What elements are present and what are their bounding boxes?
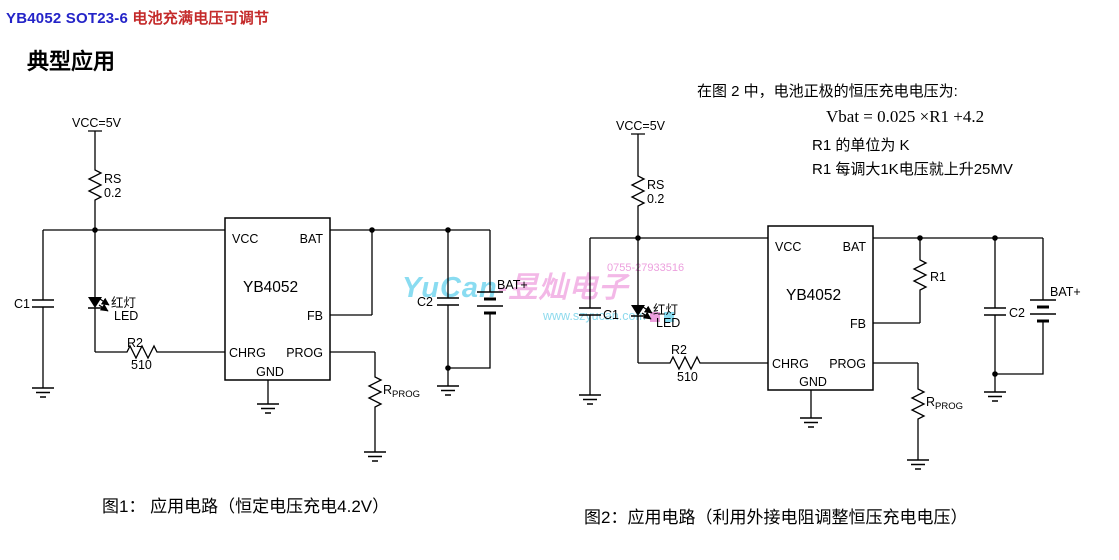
- watermark-phone: 0755-27933516: [607, 262, 685, 274]
- resistor-rs-icon: [630, 172, 646, 212]
- ground-icon: [363, 451, 387, 462]
- pin-fb: FB: [850, 317, 866, 331]
- note-line-3: R1 的单位为 K: [812, 137, 910, 154]
- capacitor-c1-icon: [579, 307, 601, 316]
- vcc-label: VCC=5V: [616, 119, 666, 133]
- pin-prog: PROG: [829, 357, 866, 371]
- circuit1-wires: [42, 130, 491, 452]
- ic-part-number: YB4052: [243, 279, 298, 296]
- capacitor-c2-icon: [984, 307, 1006, 316]
- note-line-4: R1 每调大1K电压就上升25MV: [812, 161, 1013, 178]
- led-label: LED: [114, 309, 138, 323]
- resistor-rprog-icon: [367, 373, 383, 413]
- watermark-brand-cn: -昱灿电子: [497, 272, 629, 304]
- pin-chrg: CHRG: [772, 357, 809, 371]
- title-description: 电池充满电压可调节: [132, 10, 270, 27]
- capacitor-c1-icon: [32, 299, 54, 308]
- resistor-rs-icon: [87, 166, 103, 206]
- ground-icon: [799, 417, 823, 428]
- c2-label: C2: [417, 295, 433, 309]
- ic-box: [224, 217, 331, 381]
- circuit1-schematic: VCC=5V RS 0.2 C1 红灯 LED R2 510 VCC BAT Y…: [14, 116, 528, 462]
- bat-plus-label: BAT+: [497, 278, 528, 292]
- watermark-site-url: www.szyucan.com: [543, 309, 646, 323]
- circuit2-schematic: VCC=5V RS 0.2 C1 红灯 LED R2 510 VCC BAT Y…: [578, 119, 1081, 470]
- pin-prog: PROG: [286, 346, 323, 360]
- pin-bat: BAT: [300, 232, 324, 246]
- ground-icon: [436, 385, 460, 396]
- watermark-site: www.szyucan.com: [543, 309, 674, 323]
- rs-value: 0.2: [104, 186, 121, 200]
- pin-gnd: GND: [256, 365, 284, 379]
- battery-icon: [477, 291, 503, 315]
- ground-icon: [578, 394, 602, 405]
- pin-fb: FB: [307, 309, 323, 323]
- page-title: YB4052 SOT23-6 电池充满电压可调节: [6, 7, 269, 28]
- pin-gnd: GND: [799, 375, 827, 389]
- rs-name: RS: [647, 178, 664, 192]
- section-heading: 典型应用: [27, 49, 116, 74]
- pin-bat: BAT: [843, 240, 867, 254]
- rprog-label: RPROG: [383, 383, 420, 400]
- ground-icon: [31, 387, 55, 398]
- rs-name: RS: [104, 172, 121, 186]
- resistor-rprog-icon: [910, 385, 926, 425]
- junction-dots: [92, 227, 451, 371]
- rprog-label: RPROG: [926, 395, 963, 412]
- led-label: LED: [656, 316, 680, 330]
- battery-icon: [1030, 299, 1056, 323]
- bat-plus-label: BAT+: [1050, 285, 1081, 299]
- resistor-r2-icon: [123, 344, 163, 360]
- ground-icon: [256, 403, 280, 414]
- r2-name: R2: [127, 336, 143, 350]
- watermark-logo-square-cyan: [663, 311, 674, 322]
- pin-chrg: CHRG: [229, 346, 266, 360]
- ic-part-number: YB4052: [786, 287, 841, 304]
- resistor-r2-icon: [666, 355, 706, 371]
- r2-name: R2: [671, 343, 687, 357]
- voltage-formula: Vbat = 0.025 ×R1 +4.2: [826, 107, 985, 126]
- capacitor-c2-icon: [437, 297, 459, 306]
- pin-vcc: VCC: [775, 240, 801, 254]
- figure1-caption: 图1： 应用电路（恒定电压充电4.2V）: [102, 497, 390, 516]
- title-part-number: YB4052 SOT23-6: [6, 10, 133, 27]
- ic-box: [767, 225, 874, 391]
- pin-vcc: VCC: [232, 232, 258, 246]
- c1-label: C1: [603, 308, 619, 322]
- led-icon: [631, 305, 653, 320]
- ground-icon: [983, 391, 1007, 402]
- rs-value: 0.2: [647, 192, 664, 206]
- note-line-1: 在图 2 中，电池正极的恒压充电电压为:: [697, 83, 958, 100]
- ground-icon: [906, 459, 930, 470]
- vcc-label: VCC=5V: [72, 116, 122, 130]
- r1-label: R1: [930, 270, 946, 284]
- r2-value: 510: [677, 370, 698, 384]
- resistor-r1-icon: [912, 256, 928, 296]
- led-label-cn: 红灯: [111, 295, 136, 310]
- led-icon: [88, 297, 110, 312]
- junction-dots: [635, 235, 998, 377]
- c2-label: C2: [1009, 306, 1025, 320]
- c1-label: C1: [14, 297, 30, 311]
- watermark-brand: YuCan-昱灿电子: [402, 264, 628, 306]
- r2-value: 510: [131, 358, 152, 372]
- led-label-cn: 红灯: [653, 302, 678, 317]
- watermark-logo-square-pink: [649, 311, 660, 322]
- figure2-caption: 图2：应用电路（利用外接电阻调整恒压充电电压）: [584, 508, 968, 527]
- circuit2-wires: [589, 133, 1044, 460]
